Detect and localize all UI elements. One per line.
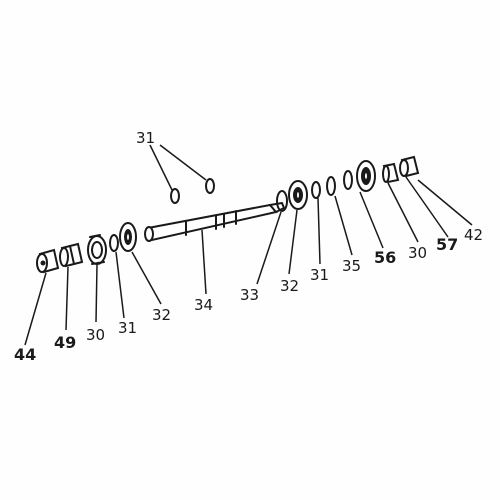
label-56: 56 <box>374 248 396 267</box>
label-31-right: 31 <box>310 266 329 284</box>
snap-rings-part-31-top <box>170 178 215 204</box>
nut-part-42 <box>399 155 420 178</box>
label-32-left: 32 <box>152 306 171 324</box>
label-33: 33 <box>240 286 259 304</box>
bearing-part-30-right <box>382 162 400 184</box>
gear-part-56 <box>356 160 376 192</box>
label-34: 34 <box>194 296 213 314</box>
label-42: 42 <box>464 226 483 244</box>
bearing-part-30-left <box>87 234 107 265</box>
label-30-right: 30 <box>408 244 427 262</box>
part-labels: 31 44 49 30 31 32 34 33 32 31 35 56 30 5… <box>14 129 483 364</box>
label-31-top: 31 <box>136 129 155 147</box>
washer-part-35 <box>326 170 353 196</box>
label-49: 49 <box>54 333 76 352</box>
label-30-left: 30 <box>86 326 105 344</box>
label-31-left: 31 <box>118 319 137 337</box>
shaft-part-34 <box>144 202 285 242</box>
label-57: 57 <box>436 235 458 254</box>
label-35: 35 <box>342 257 361 275</box>
bearing-part-32-left <box>119 222 137 252</box>
sleeve-part-49 <box>59 242 84 268</box>
washer-part-33 <box>276 190 288 212</box>
label-44: 44 <box>14 345 36 364</box>
label-32-right: 32 <box>280 277 299 295</box>
leader-lines <box>24 144 473 346</box>
nut-part-44 <box>36 248 60 274</box>
snap-ring-part-31-left <box>109 234 119 252</box>
snap-ring-part-31-right <box>311 181 321 199</box>
bearing-part-32-right <box>288 180 308 210</box>
